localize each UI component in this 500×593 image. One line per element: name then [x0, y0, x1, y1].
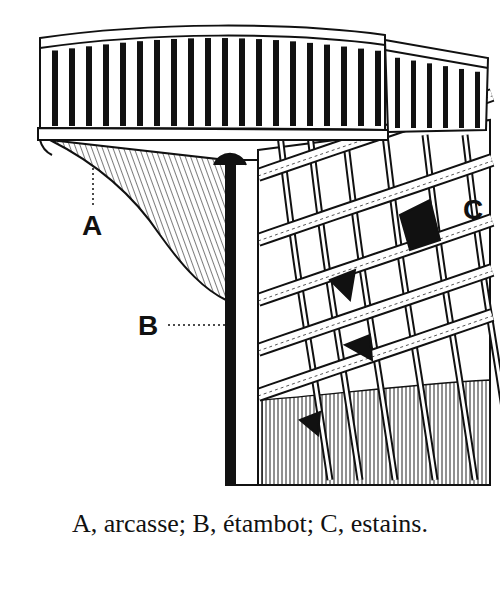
frame [465, 135, 500, 480]
window-slat [307, 43, 313, 126]
window-slat [273, 40, 279, 126]
frame [465, 135, 500, 480]
window-slat [475, 72, 480, 128]
estain [258, 315, 492, 396]
window-slat [395, 58, 400, 128]
window-slat [86, 46, 92, 126]
window-slat [324, 45, 330, 126]
window-slat [427, 63, 432, 128]
window-slat [137, 41, 143, 126]
window-slat [290, 41, 296, 126]
window-slat [411, 61, 416, 128]
window-slat [103, 44, 109, 126]
window-slat [459, 69, 464, 128]
window-slat [205, 38, 211, 126]
window-slat [171, 39, 177, 126]
window-slat [358, 49, 364, 126]
part-letter: A [82, 212, 102, 240]
window-slat [222, 38, 228, 126]
window-slat [120, 43, 126, 126]
part-letter: B [138, 312, 158, 340]
frame [280, 135, 330, 480]
window-slat [341, 47, 347, 126]
window-slat [69, 48, 75, 126]
caption: A, arcasse; B, étambot; C, estains. [70, 508, 430, 541]
window-slat [256, 39, 262, 126]
estain [258, 270, 492, 351]
window-slat [188, 38, 194, 126]
window-slat [239, 38, 245, 126]
window-slat [443, 66, 448, 128]
window-slat [375, 51, 381, 126]
window-slat [154, 40, 160, 126]
frame [280, 135, 330, 480]
window-slat [52, 50, 58, 126]
part-letter: C [463, 196, 483, 224]
